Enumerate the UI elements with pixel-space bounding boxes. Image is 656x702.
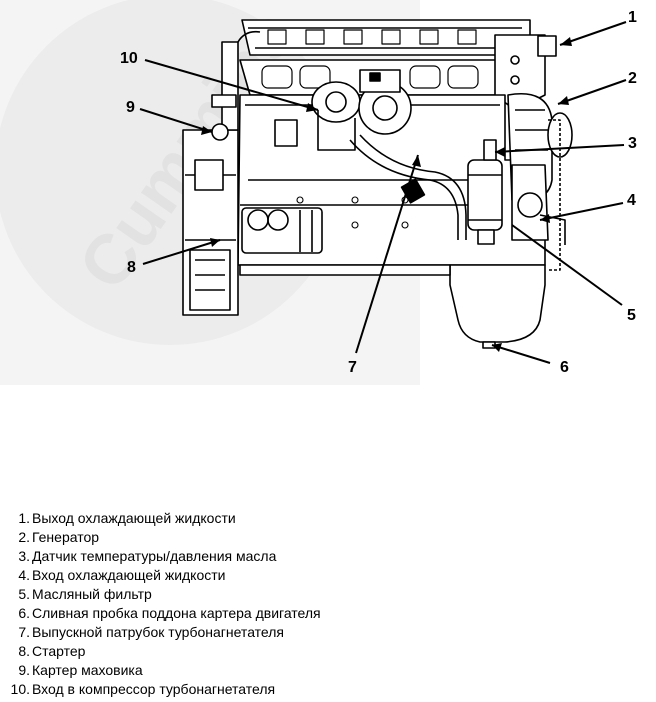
legend-item: 9.Картер маховика: [6, 661, 321, 680]
legend-item: 2.Генератор: [6, 528, 321, 547]
legend-number: 3.: [18, 548, 30, 564]
legend-item: 4.Вход охлаждающей жидкости: [6, 566, 321, 585]
legend-number: 4.: [18, 567, 30, 583]
legend-text: Вход в компрессор турбонагнетателя: [32, 681, 276, 697]
legend-item: 8.Стартер: [6, 642, 321, 661]
legend-text: Выход охлаждающей жидкости: [32, 510, 236, 526]
callout-10: 10: [120, 50, 138, 67]
legend-text: Масляный фильтр: [32, 586, 152, 602]
leader-lines: [139, 21, 627, 364]
legend-item: 7.Выпускной патрубок турбонагнетателя: [6, 623, 321, 642]
legend-text: Картер маховика: [32, 662, 143, 678]
legend-item: 10.Вход в компрессор турбонагнетателя: [6, 680, 321, 699]
legend-text: Вход охлаждающей жидкости: [32, 567, 226, 583]
callout-2: 2: [628, 70, 637, 87]
legend-text: Выпускной патрубок турбонагнетателя: [32, 624, 284, 640]
engine-diagram: Cummins: [0, 0, 637, 385]
callout-labels: 1 2 3 4 5 6 7 8 9 10: [120, 9, 637, 376]
callout-7: 7: [348, 359, 357, 376]
legend-item: 5.Масляный фильтр: [6, 585, 321, 604]
legend-number: 5.: [18, 586, 30, 602]
legend-item: 1.Выход охлаждающей жидкости: [6, 509, 321, 528]
callout-9: 9: [126, 99, 135, 116]
leader-arrows: [201, 37, 572, 352]
callout-4: 4: [627, 192, 636, 209]
callout-5: 5: [627, 307, 636, 324]
legend-number: 6.: [18, 605, 30, 621]
engine-drawing: [182, 19, 573, 349]
legend-number: 7.: [18, 624, 30, 640]
callout-6: 6: [560, 359, 569, 376]
legend-number: 1.: [18, 510, 30, 526]
callout-8: 8: [127, 259, 136, 276]
legend-text: Датчик температуры/давления масла: [32, 548, 277, 564]
legend-number: 9.: [18, 662, 30, 678]
legend-number: 2.: [18, 529, 30, 545]
legend-item: 3.Датчик температуры/давления масла: [6, 547, 321, 566]
legend-number: 10.: [10, 681, 30, 697]
legend-item: 6.Сливная пробка поддона картера двигате…: [6, 604, 321, 623]
callout-1: 1: [628, 9, 637, 26]
legend-number: 8.: [18, 643, 30, 659]
legend-text: Стартер: [32, 643, 86, 659]
legend-text: Сливная пробка поддона картера двигателя: [32, 605, 321, 621]
legend-text: Генератор: [32, 529, 100, 545]
parts-legend: 1.Выход охлаждающей жидкости 2.Генератор…: [6, 509, 321, 699]
callout-3: 3: [628, 135, 637, 152]
